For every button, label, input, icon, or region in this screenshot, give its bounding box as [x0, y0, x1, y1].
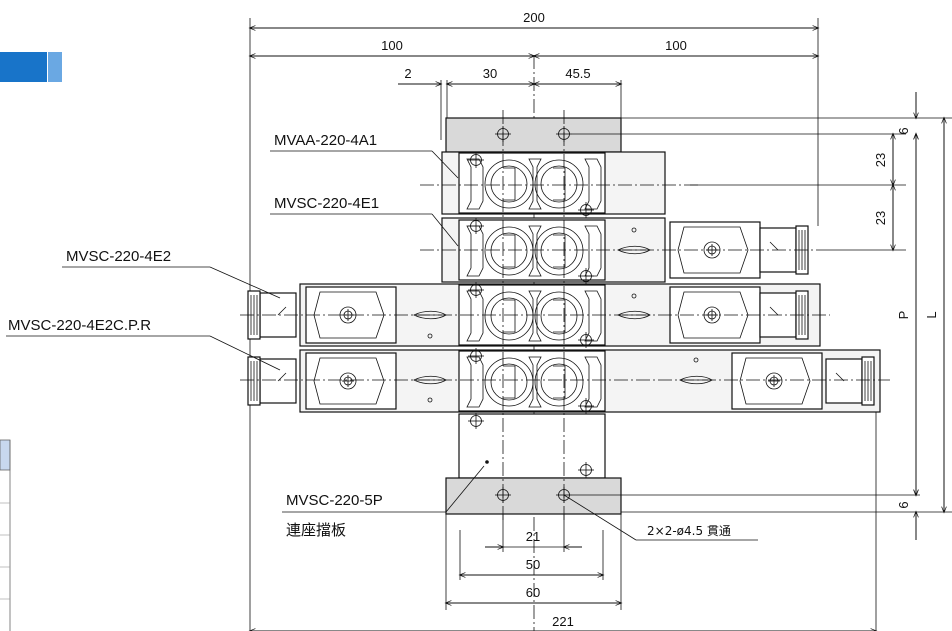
bottom-end-plate [445, 412, 622, 515]
label-mount-hole: 2×2-ø4.5 貫通 [563, 494, 758, 541]
dim-200-label: 200 [523, 10, 545, 25]
dim-30: 30 [445, 66, 536, 87]
dim-2-label: 2 [404, 66, 411, 81]
label-mvaa-4a1: MVAA-220-4A1 [270, 132, 459, 179]
spec-table-edge [0, 439, 11, 631]
dim-6-top-label: 6 [896, 127, 911, 134]
dim-2: 2 [398, 66, 460, 87]
dim-100-right-label: 100 [665, 38, 687, 53]
valve-row-4e2c [247, 347, 881, 415]
label-end-plate: MVSC-220-5P 連座擋板 [282, 465, 485, 539]
dim-6-top: 6 [896, 92, 919, 150]
dim-l-label: L [924, 311, 939, 318]
dim-221: 221 [248, 614, 878, 631]
dim-p-label: P [896, 311, 911, 320]
center-lines [240, 110, 890, 520]
label-mvsc-4e2c-text: MVSC-220-4E2C.P.R [8, 317, 151, 334]
dim-100-right: 100 [532, 38, 820, 59]
dim-50: 50 [458, 557, 605, 578]
dim-60-label: 60 [526, 585, 540, 600]
dim-100-left: 100 [248, 38, 536, 59]
dim-50-label: 50 [526, 557, 540, 572]
right-extension-lines [572, 117, 952, 513]
label-mvsc-4e1-text: MVSC-220-4E1 [274, 195, 379, 212]
label-mount-hole-text: 2×2-ø4.5 貫通 [647, 524, 731, 538]
label-mvsc-4e1: MVSC-220-4E1 [270, 195, 459, 247]
section-marker-dark [0, 52, 47, 82]
dim-23-b-label: 23 [873, 211, 888, 225]
dim-60: 60 [444, 585, 623, 606]
label-mvaa-4a1-text: MVAA-220-4A1 [274, 132, 377, 149]
dim-21-label: 21 [526, 529, 540, 544]
dim-6-bottom-label: 6 [896, 501, 911, 508]
label-end-plate-name: 連座擋板 [286, 521, 346, 539]
dim-45-5-label: 45.5 [565, 66, 590, 81]
dim-100-left-label: 100 [381, 38, 403, 53]
dim-23-a-label: 23 [873, 153, 888, 167]
dim-30-label: 30 [483, 66, 497, 81]
dim-6-bottom: 6 [896, 478, 919, 540]
dim-p: P [896, 132, 919, 497]
dim-23-a: 23 [873, 132, 896, 187]
valve-row-4a1 [441, 151, 666, 219]
label-mvsc-4e2: MVSC-220-4E2 [62, 248, 281, 299]
dim-l: L [924, 116, 947, 514]
valve-row-4e1 [441, 217, 809, 285]
label-mvsc-4e2c: MVSC-220-4E2C.P.R [6, 317, 281, 371]
dim-23-b: 23 [873, 183, 896, 252]
section-marker-light [48, 52, 62, 82]
dim-45-5: 45.5 [532, 66, 623, 87]
label-end-plate-model: MVSC-220-5P [286, 492, 383, 509]
dim-221-label: 221 [552, 614, 574, 629]
top-end-plate [445, 117, 622, 153]
dim-21: 21 [485, 529, 582, 550]
label-mvsc-4e2-text: MVSC-220-4E2 [66, 248, 171, 265]
dim-200: 200 [248, 10, 820, 31]
